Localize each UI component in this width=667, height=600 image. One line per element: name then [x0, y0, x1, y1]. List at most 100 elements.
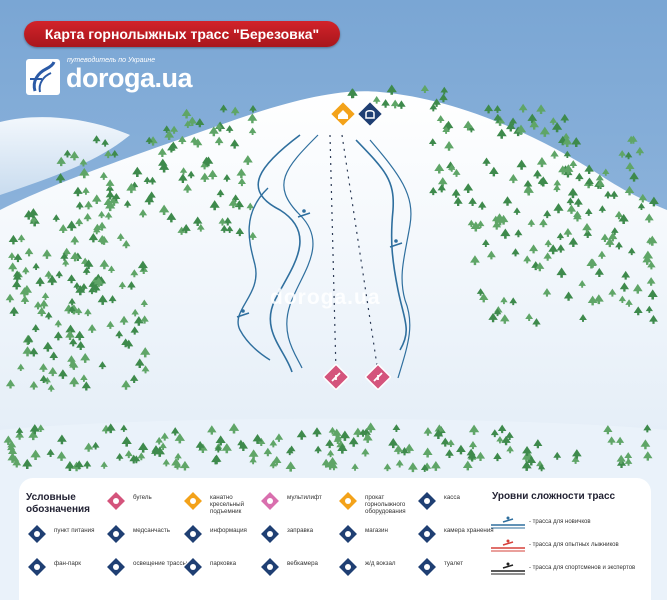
left-hill [0, 117, 130, 195]
tree-icon [333, 435, 343, 445]
tree-icon [198, 443, 208, 453]
tree-icon [110, 150, 119, 158]
tree-icon [88, 233, 99, 243]
tree-icon [549, 117, 558, 125]
rental-icon[interactable] [329, 100, 357, 128]
tree-icon [348, 88, 358, 98]
tree-icon [523, 185, 532, 194]
tree-icon [140, 299, 148, 307]
tree-icon [68, 359, 78, 369]
tree-icon [41, 292, 50, 300]
tree-icon [575, 172, 584, 182]
tree-icon [69, 338, 78, 347]
tree-icon [495, 215, 506, 226]
tree-icon [15, 430, 25, 440]
legend-item: вебкамера [259, 556, 339, 582]
trail-beginner-5[interactable] [369, 139, 412, 379]
tree-icon [137, 260, 148, 271]
tree-icon [429, 103, 438, 112]
tree-icon [439, 93, 448, 103]
drag-lift-icon[interactable] [364, 363, 392, 391]
tree-icon [493, 113, 503, 123]
tree-icon [17, 234, 26, 243]
ticket-office-icon[interactable] [356, 100, 384, 128]
tree-icon [108, 195, 120, 206]
tree-icon [249, 456, 257, 465]
tree-icon [76, 340, 86, 351]
tree-icon [158, 162, 170, 173]
tree-icon [140, 315, 149, 324]
tree-icon [157, 147, 167, 157]
tree-icon [215, 435, 226, 446]
tree-icon [644, 213, 654, 223]
tree-icon [257, 437, 266, 447]
logo-text: doroga.ua [66, 63, 193, 93]
chairlift-icon [182, 490, 204, 512]
tree-icon [53, 331, 63, 341]
legend-item-label: касса [444, 494, 460, 501]
tree-icon [127, 281, 136, 290]
tree-icon [583, 229, 593, 238]
tree-icon [195, 118, 205, 128]
watermark: doroga.ua [270, 286, 381, 309]
tree-icon [314, 445, 322, 454]
tree-icon [640, 439, 651, 450]
tree-icon [171, 427, 180, 436]
tree-icon [46, 448, 55, 457]
legend-item: пункт питания [26, 523, 106, 549]
logo-mark-icon [26, 59, 60, 95]
tree-icon [529, 244, 539, 254]
tree-icon [121, 436, 132, 447]
tree-icon [649, 315, 658, 324]
tree-icon [585, 177, 594, 187]
tree-icon [556, 267, 567, 278]
tree-icon [8, 262, 18, 272]
tree-icon [137, 452, 146, 461]
trail-beginner-1[interactable] [257, 134, 301, 373]
tree-icon [99, 171, 108, 180]
tree-icon [214, 136, 224, 146]
tree-icon [124, 339, 134, 349]
tree-icon [572, 449, 582, 459]
lift-line-left [329, 134, 337, 373]
levels-title: Уровни сложности трасс [492, 491, 616, 502]
legend-item: заправка [259, 523, 339, 549]
tree-icon [75, 218, 84, 227]
tree-icon [533, 439, 543, 449]
tree-icon [627, 135, 636, 144]
tree-icon [269, 439, 278, 448]
legend-item: медсанчасть [105, 523, 185, 549]
tree-icon [383, 463, 392, 472]
drag-lift-icon[interactable] [322, 363, 350, 391]
tree-icon [119, 315, 129, 325]
tree-icon [160, 432, 169, 441]
tree-icon [81, 381, 91, 391]
tree-icon [486, 250, 496, 260]
tree-icon [120, 424, 128, 432]
tree-icon [539, 218, 548, 228]
tree-icon [605, 237, 615, 248]
tree-icon [635, 146, 645, 156]
tree-icon [118, 281, 127, 289]
doroga-logo[interactable]: путеводитель по Украине doroga.ua [26, 57, 193, 97]
tree-icon [246, 202, 255, 211]
tree-icon [551, 122, 563, 133]
tree-icon [80, 352, 91, 363]
tree-icon [407, 462, 418, 473]
toilet-icon [416, 556, 438, 578]
tree-icon [181, 224, 191, 234]
tree-icon [505, 431, 514, 440]
legend-item-label: заправка [287, 527, 314, 534]
tree-icon [649, 196, 659, 207]
trail-beginner-3[interactable] [237, 187, 271, 361]
tree-icon [362, 433, 373, 443]
tree-icon [536, 157, 547, 168]
tree-icon [22, 458, 33, 470]
tree-icon [93, 276, 104, 287]
tree-icon [573, 198, 583, 207]
tree-icon [44, 270, 53, 279]
tree-icon [447, 164, 456, 172]
trail-beginner-2[interactable] [283, 134, 319, 369]
tree-icon [548, 244, 559, 255]
